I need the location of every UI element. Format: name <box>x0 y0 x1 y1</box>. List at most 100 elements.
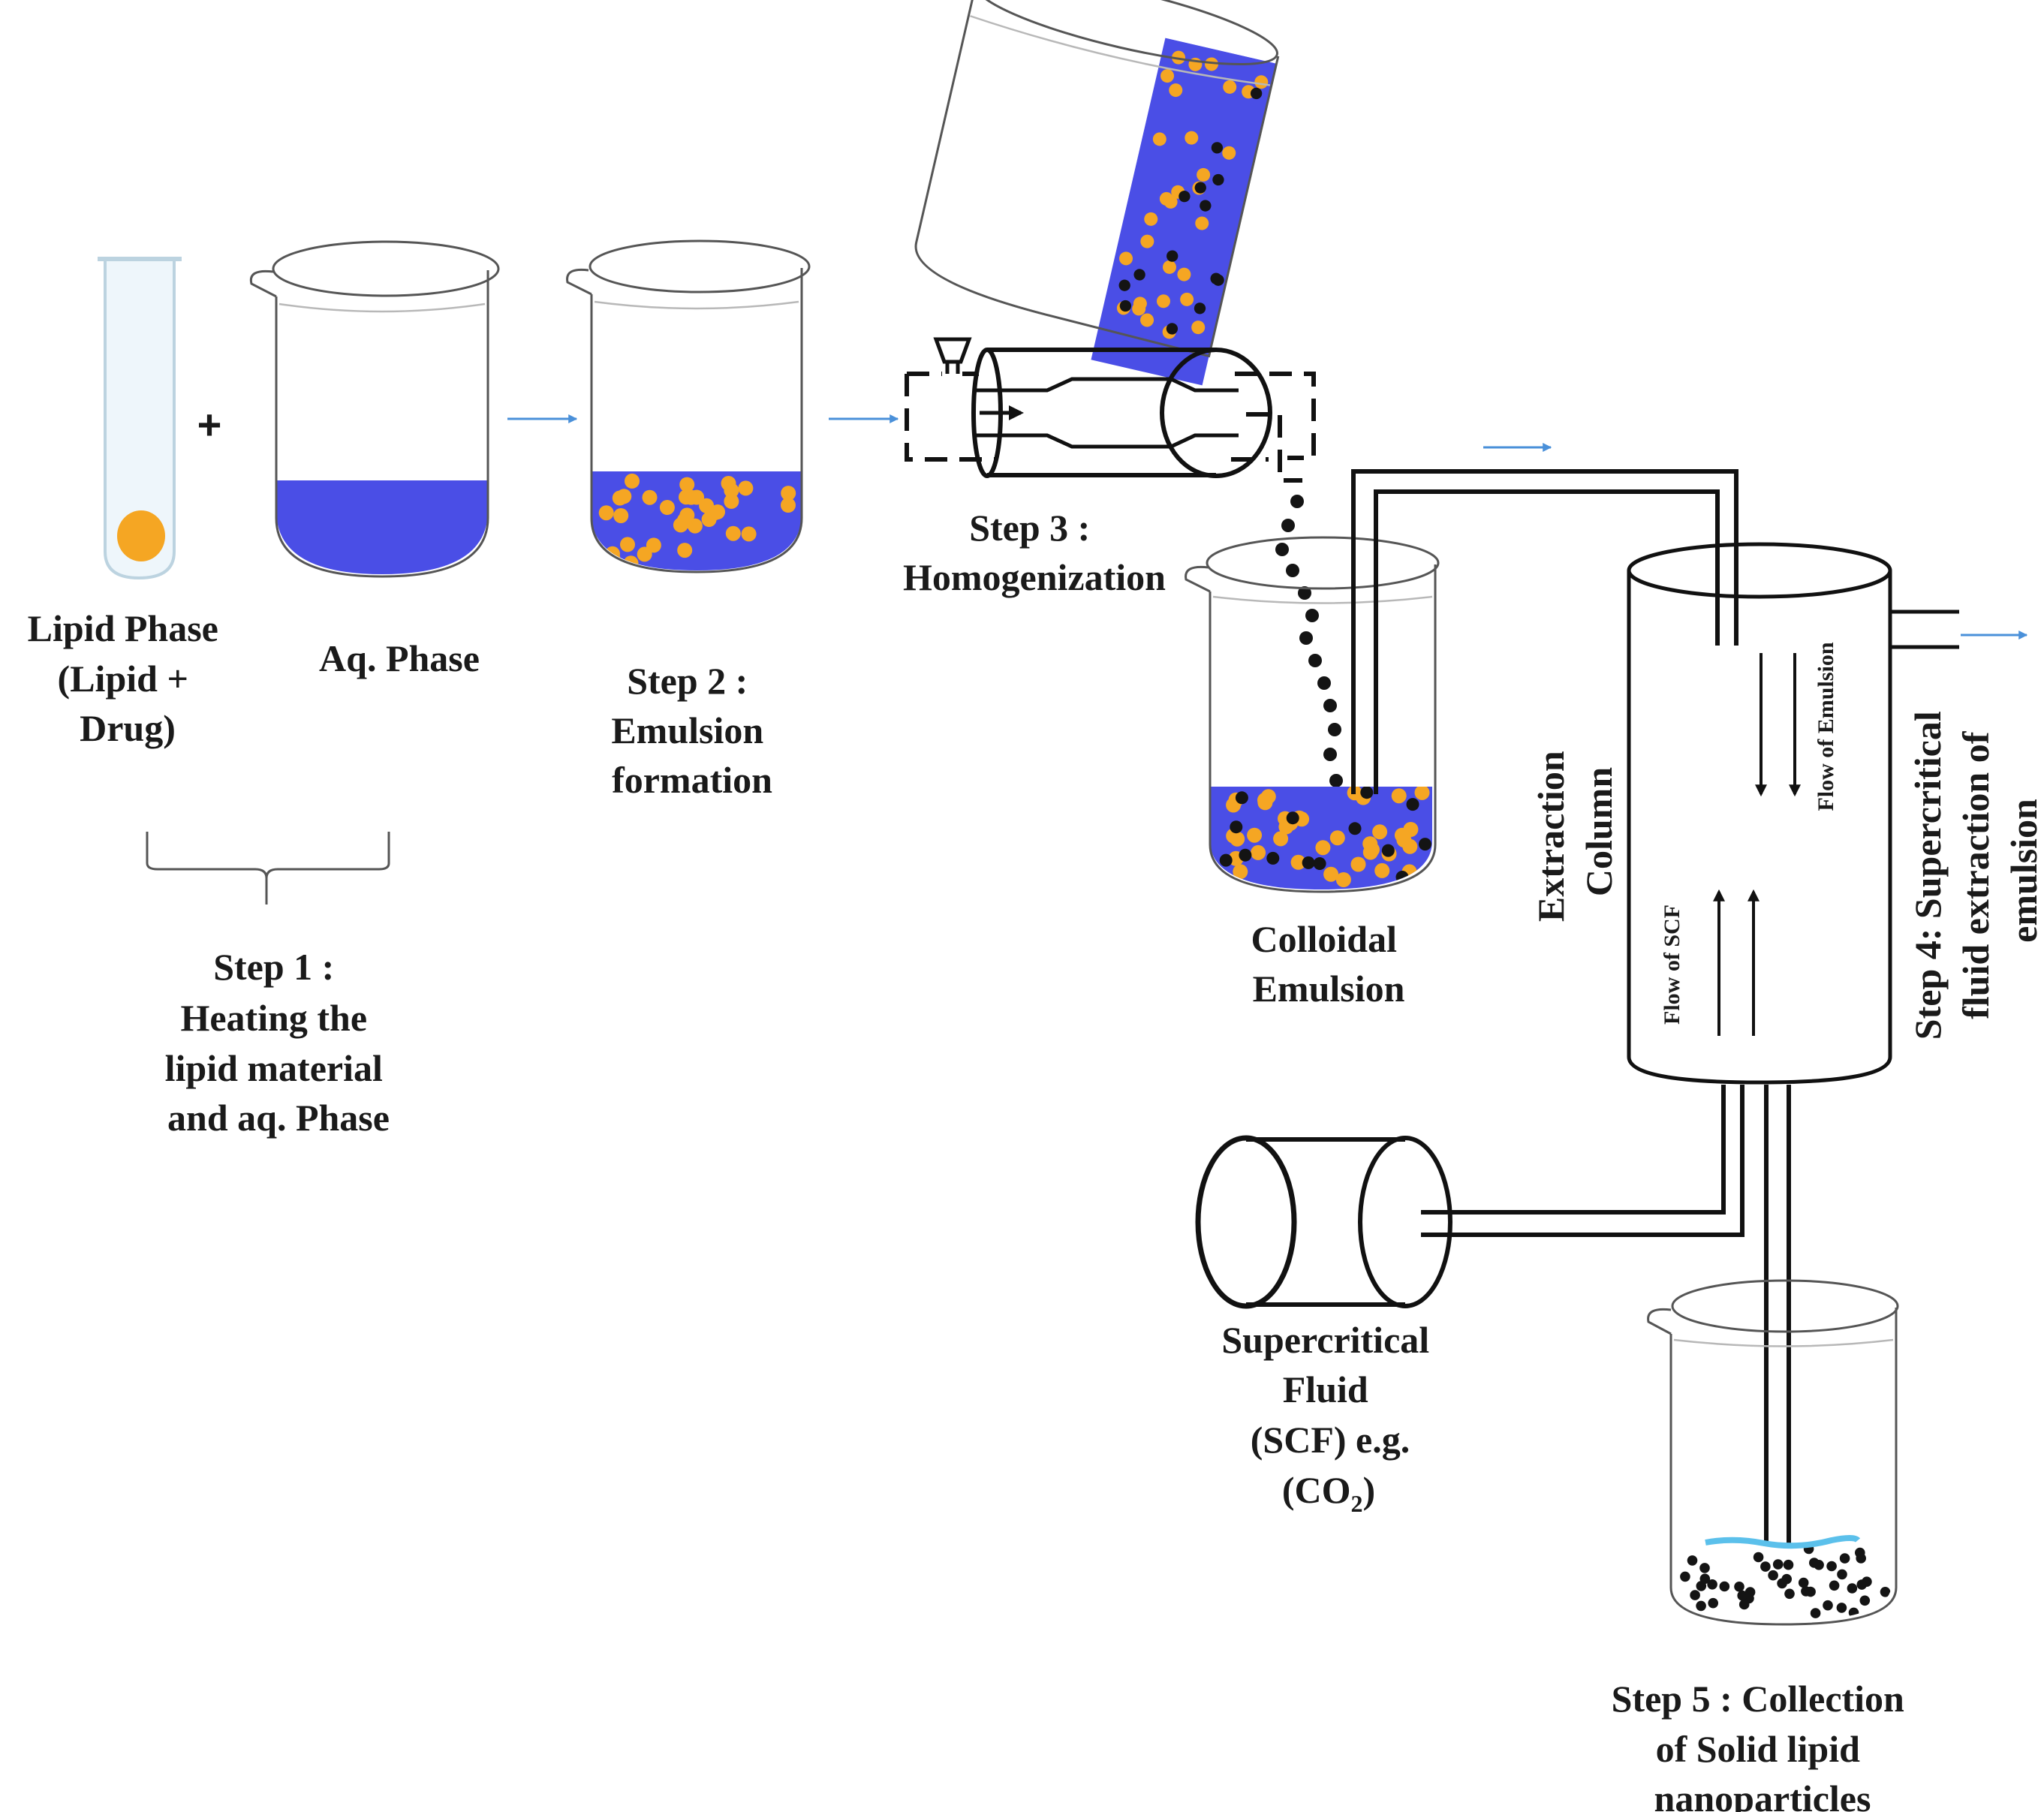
step1-label: Step 1 : Heating the lipid material and … <box>165 946 393 1139</box>
homogenizer <box>905 337 1316 483</box>
lipid-phase-label: Lipid Phase (Lipid + Drug) <box>28 607 228 749</box>
nanoparticle-drug-particle <box>1777 1578 1787 1589</box>
pour-lipid-particle <box>1195 216 1209 230</box>
pour-lipid-particle <box>1152 132 1166 146</box>
droplet <box>1323 748 1337 761</box>
pour-drug-particle <box>1200 200 1212 212</box>
colloid-drug-particle <box>1266 851 1280 865</box>
nanoparticle-drug-particle <box>1848 1607 1859 1618</box>
colloid-lipid-particle <box>1362 844 1378 860</box>
emulsion-lipid-particle <box>699 498 715 513</box>
pour-lipid-particle <box>1223 80 1237 94</box>
aq-phase-label: Aq. Phase <box>319 637 480 679</box>
colloid-lipid-particle <box>1374 862 1390 878</box>
emulsion-beaker <box>566 239 811 573</box>
nanoparticle-drug-particle <box>1809 1558 1820 1568</box>
nanoparticle-drug-particle <box>1823 1600 1833 1611</box>
colloid-lipid-particle <box>1251 844 1266 860</box>
emulsion-feed-pipe <box>1351 443 1738 794</box>
co2-label: (CO2) <box>1282 1469 1375 1517</box>
collection-beaker <box>1647 1279 1899 1626</box>
nanoparticle-drug-particle <box>1744 1587 1756 1597</box>
pouring-beaker <box>914 0 1280 386</box>
emulsion-lipid-particle <box>683 489 699 505</box>
nanoparticle-drug-particle <box>1707 1579 1717 1590</box>
pour-drug-particle <box>1211 142 1224 154</box>
nanoparticle-drug-particle <box>1856 1553 1866 1564</box>
pour-drug-particle <box>1166 323 1179 335</box>
nanoparticle-drug-particle <box>1734 1582 1744 1592</box>
emulsion-lipid-particle <box>637 546 652 562</box>
emulsion-lipid-particle <box>642 489 658 505</box>
pour-drug-particle <box>1212 274 1224 286</box>
nanoparticle-drug-particle <box>1805 1586 1816 1597</box>
colloid-lipid-particle <box>1233 864 1248 880</box>
nanoparticle-drug-particle <box>1696 1600 1706 1612</box>
colloid-drug-particle <box>1235 791 1248 805</box>
plus-sign: + <box>197 401 222 448</box>
emulsion-lipid-particle <box>710 504 725 519</box>
nanoparticle-drug-particle <box>1768 1570 1778 1581</box>
step1-brace <box>146 832 390 904</box>
pour-drug-particle <box>1179 190 1191 203</box>
colloid-lipid-particle <box>1323 866 1339 882</box>
emulsion-lipid-particle <box>598 505 614 521</box>
colloid-lipid-particle <box>1414 787 1430 800</box>
colloid-drug-particle <box>1313 857 1326 870</box>
nanoparticle-drug-particle <box>1836 1603 1847 1613</box>
nanoparticle-drug-particle <box>1826 1561 1837 1572</box>
scf-label: Supercritical Fluid (SCF) e.g. <box>1221 1319 1438 1461</box>
emulsion-lipid-particle <box>616 489 632 504</box>
emulsion-lipid-particle <box>613 508 629 523</box>
emulsion-lipid-particle <box>620 537 635 552</box>
droplet <box>1298 586 1311 600</box>
pour-lipid-particle <box>1185 131 1199 145</box>
droplet <box>1305 609 1319 622</box>
pour-lipid-particle <box>1180 292 1194 306</box>
emulsion-lipid-particle <box>724 483 739 498</box>
emulsion-lipid-particle <box>659 500 675 515</box>
pour-lipid-particle <box>1177 267 1191 281</box>
colloid-lipid-particle <box>1230 831 1245 847</box>
colloidal-emulsion-label: Colloidal Emulsion <box>1251 918 1407 1010</box>
lipid-drop <box>117 510 165 561</box>
nanoparticle-drug-particle <box>1753 1552 1764 1563</box>
product-outlet-pipe <box>1764 1085 1791 1546</box>
colloid-drug-particle <box>1348 822 1362 835</box>
pour-lipid-particle <box>1132 302 1146 316</box>
colloid-lipid-particle <box>1402 838 1418 854</box>
colloid-drug-particle <box>1406 798 1419 811</box>
flow-of-scf-label: Flow of SCF <box>1660 904 1684 1025</box>
pour-drug-particle <box>1119 299 1132 312</box>
nanoparticle-drug-particle <box>1784 1588 1795 1600</box>
step2-label: Step 2 : Emulsion formation <box>611 660 772 801</box>
nanoparticle-drug-particle <box>1699 1563 1710 1573</box>
colloid-lipid-particle <box>1257 795 1273 811</box>
scf-cylinder <box>1195 1135 1452 1309</box>
pour-lipid-particle <box>1160 69 1175 83</box>
pour-lipid-particle <box>1144 212 1158 226</box>
pour-lipid-particle <box>1140 313 1154 327</box>
droplet <box>1281 519 1295 532</box>
nanoparticle-drug-particle <box>1847 1583 1858 1594</box>
colloid-lipid-particle <box>1350 856 1366 872</box>
droplet <box>1286 564 1299 577</box>
pour-lipid-particle <box>1172 50 1186 65</box>
droplet <box>1328 723 1341 736</box>
droplet <box>1299 631 1313 645</box>
colloid-drug-particle <box>1381 844 1395 857</box>
droplet <box>1308 654 1322 667</box>
nanoparticle-drug-particle <box>1772 1559 1784 1570</box>
pour-lipid-particle <box>1204 57 1218 71</box>
colloid-drug-particle <box>1219 853 1233 867</box>
nanoparticle-drug-particle <box>1690 1590 1700 1600</box>
pour-drug-particle <box>1133 269 1145 281</box>
nanoparticle-drug-particle <box>1760 1561 1771 1572</box>
pour-lipid-particle <box>1191 321 1206 335</box>
colloid-lipid-particle <box>1329 830 1345 846</box>
emulsion-lipid-particle <box>725 525 741 541</box>
aq-phase-beaker <box>249 240 500 578</box>
pour-drug-particle <box>1194 303 1206 315</box>
nanoparticle-drug-particle <box>1798 1577 1809 1588</box>
nanoparticle-drug-particle <box>1696 1581 1707 1591</box>
